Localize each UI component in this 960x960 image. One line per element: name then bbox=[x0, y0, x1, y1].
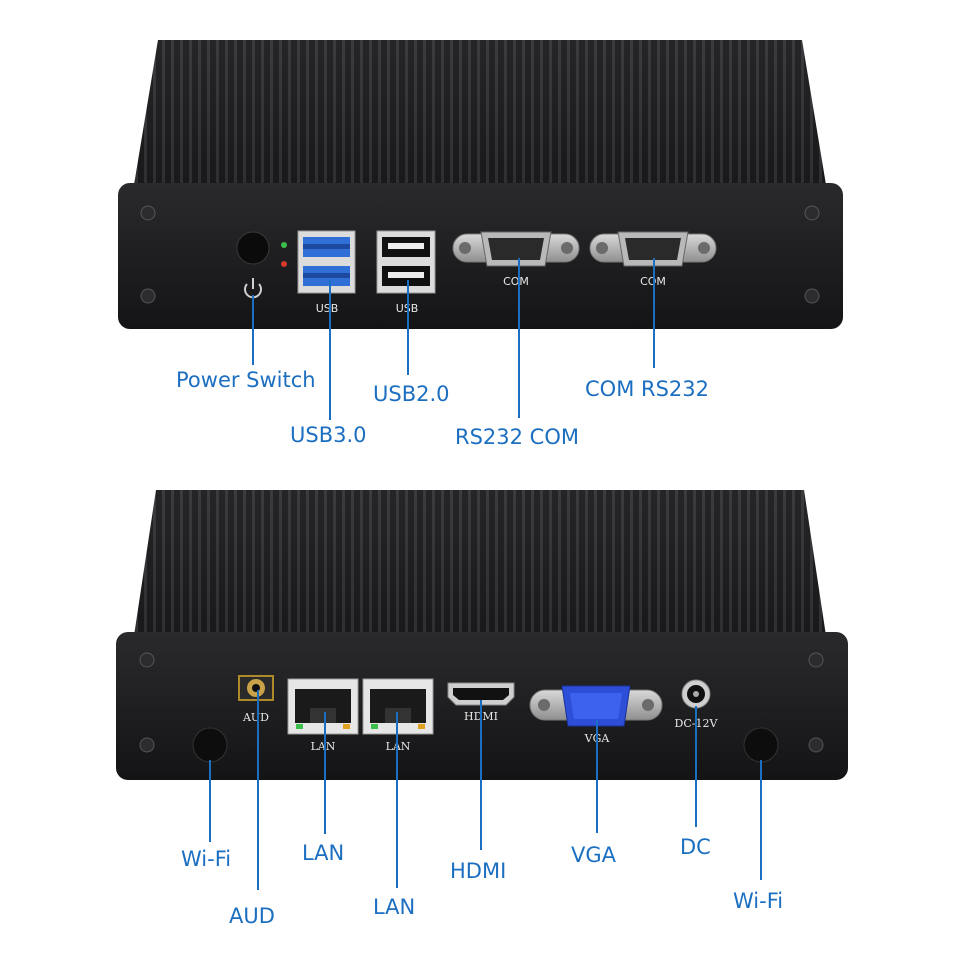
front-unit: USB USB COM COM bbox=[118, 40, 843, 420]
audio-jack[interactable] bbox=[238, 675, 274, 701]
usb2-ports[interactable] bbox=[376, 230, 436, 294]
dc-jack[interactable] bbox=[681, 679, 711, 709]
power-button[interactable] bbox=[236, 231, 270, 265]
led-red bbox=[281, 261, 287, 267]
rear-screws bbox=[139, 652, 824, 753]
front-screws bbox=[140, 205, 820, 304]
aud-port-label: AUD bbox=[242, 711, 269, 724]
wifi-left-callout: Wi-Fi bbox=[181, 847, 232, 871]
lan-port-2-label: LAN bbox=[386, 740, 411, 753]
com-rs232-callout: COM RS232 bbox=[585, 377, 709, 401]
hdmi-port[interactable] bbox=[447, 682, 515, 706]
power-switch-callout: Power Switch bbox=[176, 368, 316, 392]
hdmi-callout: HDMI bbox=[450, 859, 507, 883]
usb3-port-label: USB bbox=[316, 302, 339, 315]
usb3-callout: USB3.0 bbox=[290, 423, 367, 447]
wifi-right-callout: Wi-Fi bbox=[733, 889, 784, 913]
lan-port-1-label: LAN bbox=[311, 740, 336, 753]
vga-callout: VGA bbox=[571, 843, 617, 867]
wifi-antenna-right[interactable] bbox=[743, 727, 779, 763]
com-port-1-label: COM bbox=[503, 275, 529, 288]
vga-port[interactable] bbox=[529, 685, 663, 727]
lan-2-callout: LAN bbox=[373, 895, 416, 919]
dc-callout: DC bbox=[680, 835, 711, 859]
aud-callout: AUD bbox=[229, 904, 275, 928]
lan-port-1[interactable] bbox=[287, 678, 359, 735]
lan-1-callout: LAN bbox=[302, 841, 345, 865]
usb3-ports[interactable] bbox=[297, 230, 356, 294]
rear-unit: AUD LAN LAN HDMI bbox=[116, 490, 848, 890]
com-port-1[interactable] bbox=[452, 231, 580, 267]
com-port-2[interactable] bbox=[589, 231, 717, 267]
usb2-callout: USB2.0 bbox=[373, 382, 450, 406]
wifi-antenna-left[interactable] bbox=[192, 727, 228, 763]
rs232-com-callout: RS232 COM bbox=[455, 425, 579, 449]
led-green bbox=[281, 242, 287, 248]
